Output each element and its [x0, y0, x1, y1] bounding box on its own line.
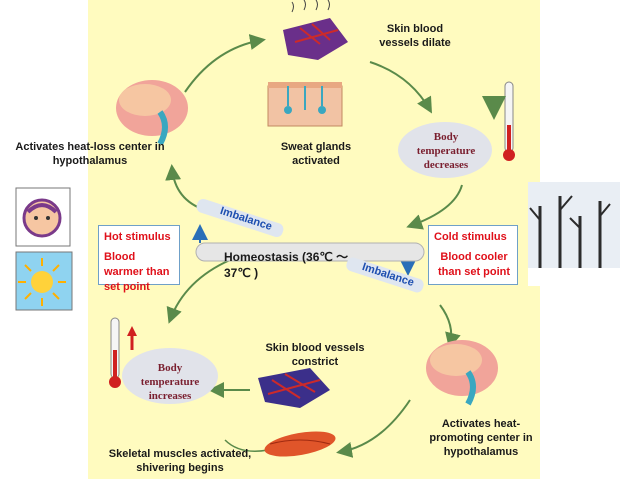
brain-icon-left: [116, 80, 188, 146]
label-body-temp-increases: Body temperature increases: [140, 362, 200, 402]
label-body-temp-decreases: Body temperature decreases: [416, 131, 476, 171]
arrow-muscle-left: [224, 439, 269, 452]
imbalance-bar-top: [196, 198, 284, 238]
brain-icon-right: [426, 340, 498, 406]
arrow-right-down: [406, 184, 463, 230]
label-heat-promoting: Activates heat-promoting center in hypot…: [429, 418, 533, 458]
arrow-top-right: [369, 61, 432, 114]
label-skin-dilate: Skin blood vessels dilate: [379, 23, 451, 49]
arrow-bottom-right: [439, 304, 461, 349]
blood-vessels-icon-top: [283, 0, 348, 60]
arrow-top-left: [184, 34, 266, 93]
muscle-icon: [264, 431, 336, 457]
hot-stimulus-box: [98, 225, 180, 285]
hot-stimulus-title: Hot stimulus: [104, 231, 171, 243]
cold-stimulus-title: Cold stimulus: [434, 231, 507, 243]
hot-stimulus-desc: Blood warmer than set point: [104, 251, 170, 293]
winter-trees-icon: [528, 182, 620, 286]
body-temp-increase-ellipse: [122, 348, 218, 404]
arrow-left-down: [166, 259, 231, 324]
blood-vessels-icon-bottom: [258, 368, 330, 408]
sweating-person-icon: [15, 187, 71, 247]
arrow-bottom-return: [336, 399, 411, 458]
thermometer-icon-bottom: [109, 317, 137, 388]
label-heat-loss: Activates heat-loss center in hypothalam…: [15, 141, 165, 167]
cold-stimulus-box: [428, 225, 518, 285]
homeostasis-bar: [195, 242, 425, 262]
imbalance-bar-bottom: [346, 257, 424, 293]
label-sweat-glands: Sweat glands activated: [280, 141, 352, 167]
sweat-gland-icon: [267, 82, 343, 127]
body-temp-decrease-ellipse: [398, 122, 492, 178]
cold-stimulus-desc: Blood cooler than set point: [437, 251, 511, 278]
label-homeostasis: Homeostasis (36℃ ～ 37℃ ): [224, 250, 349, 280]
sun-icon: [15, 251, 73, 311]
label-skeletal-muscles: Skeletal muscles activated, shivering be…: [108, 448, 252, 474]
label-skin-constrict: Skin blood vessels constrict: [265, 342, 365, 368]
thermometer-icon-top: [482, 81, 515, 161]
